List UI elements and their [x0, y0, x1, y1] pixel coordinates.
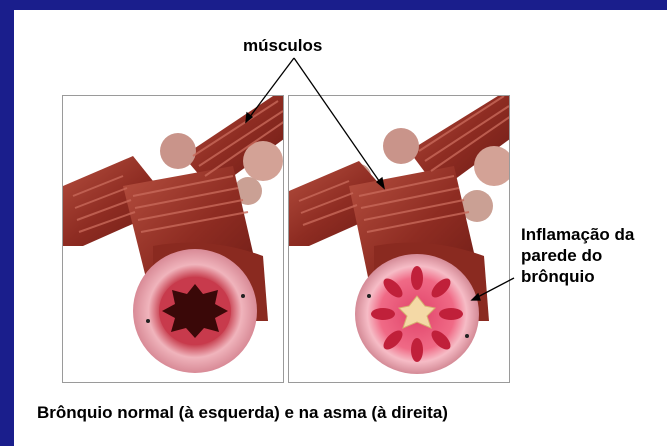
slide: músculos [14, 10, 667, 446]
inflammation-label: Inflamação da parede do brônquio [521, 224, 634, 287]
caption: Brônquio normal (à esquerda) e na asma (… [37, 403, 448, 423]
